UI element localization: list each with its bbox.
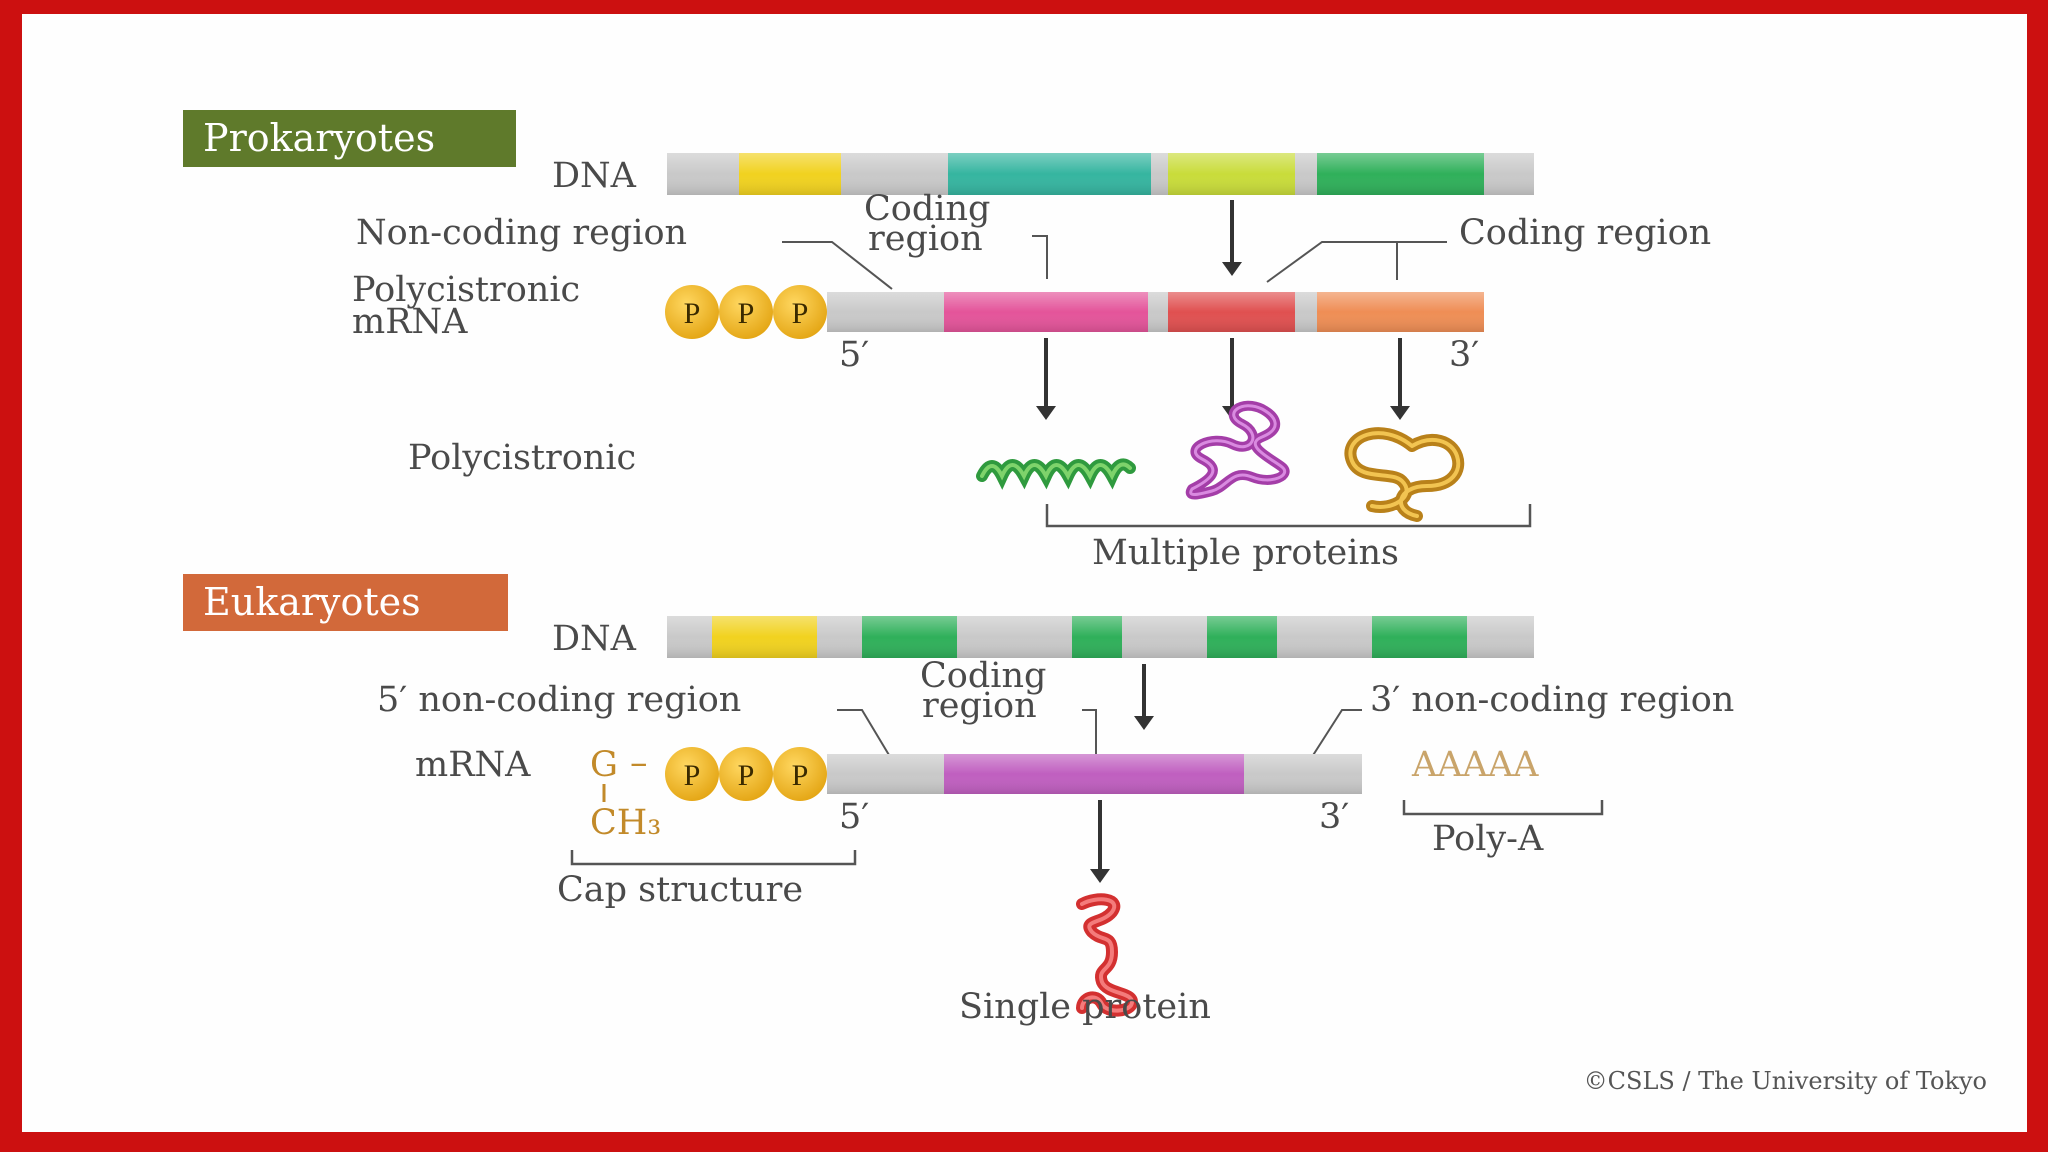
label-coding-2: region [922,686,1037,726]
phosphate-label: P [792,759,809,792]
eukaryotes-badge [183,574,508,631]
phosphate-ball [719,285,773,339]
multiple-proteins-label: Multiple proteins [1092,533,1399,573]
label-coding-middle-1: Coding [864,189,990,229]
transcription-arrowhead [1222,262,1242,276]
leader-5-noncoding [837,709,893,761]
eukaryotes-phosphates: P P P [665,747,827,801]
prokaryotes-badge-text: Prokaryotes [203,116,435,160]
cap-dash: – [630,743,648,783]
phosphate-label: P [792,297,809,330]
phosphate-label: P [684,759,701,792]
multiple-proteins-bracket [1045,504,1532,528]
eukaryotes-dna-label: DNA [552,619,637,659]
label-coding-right: Coding region [1459,213,1711,253]
phosphate-ball [773,747,827,801]
prokaryotes-mrna-bar [827,292,1484,332]
label-3-noncoding: 3′ non-coding region [1370,680,1734,720]
label-noncoding-region: Non-coding region [356,213,687,253]
transcription-arrowhead [1134,716,1154,730]
polycistronic-label: Polycistronic [408,438,636,478]
leader-coding-right-a [1266,241,1447,283]
transcription-diagram: Prokaryotes DNA [183,110,1987,1095]
phosphate-ball [773,285,827,339]
translation-arrowhead [1390,406,1410,420]
polya-sequence: AAAAA [1411,745,1539,785]
mrna-gloss [827,754,1362,794]
single-protein-label: Single protein [959,987,1211,1027]
cap-g: G [590,745,618,785]
translation-arrowhead [1036,406,1056,420]
leader-coding [1082,709,1097,759]
translation-arrowhead [1090,869,1110,883]
orange-coil-protein [1344,427,1465,522]
phosphate-label: P [738,297,755,330]
label-5-noncoding: 5′ non-coding region [377,680,741,720]
cap-structure-label: Cap structure [557,870,803,910]
mrna-label: mRNA [415,745,531,785]
label-coding-1: Coding [920,656,1046,696]
eukaryotes-badge-text: Eukaryotes [203,580,421,624]
credit: ©CSLS / The University of Tokyo [1584,1067,1987,1095]
leader-noncoding [782,241,893,290]
polya-bracket [1402,800,1604,816]
euk-five-prime: 5′ [839,797,869,837]
cap-ch3: CH₃ [590,803,661,843]
polycistronic-mrna-label-1: Polycistronic [352,270,580,310]
euk-three-prime: 3′ [1319,797,1349,837]
phosphate-ball [719,747,773,801]
phosphate-label: P [738,759,755,792]
phosphate-ball [665,747,719,801]
dna-gloss [667,153,1534,195]
green-helix-protein [976,458,1136,490]
leader-3-noncoding [1309,709,1362,761]
dna-gloss [667,616,1534,658]
prokaryotes-section: Prokaryotes DNA [183,110,1711,573]
eukaryotes-dna-bar [667,616,1534,658]
prokaryotes-badge [183,110,516,167]
leader-coding-middle [1032,235,1048,279]
red-single-protein [1076,893,1139,1017]
eukaryotes-section: Eukaryotes DNA [183,574,1734,1027]
prokaryotes-dna-label: DNA [552,156,637,196]
prok-three-prime: 3′ [1449,335,1479,375]
slide-canvas: Prokaryotes DNA [22,14,2027,1132]
mrna-gloss [827,292,1484,332]
prokaryotes-dna-bar [667,153,1534,195]
polycistronic-mrna-label-2: mRNA [352,302,468,342]
phosphate-ball [665,285,719,339]
phosphate-label: P [684,297,701,330]
polya-label: Poly-A [1432,819,1544,859]
label-coding-middle-2: region [868,219,983,259]
eukaryotes-mrna-bar [827,754,1362,794]
purple-folded-protein [1185,400,1290,500]
prokaryotes-phosphates: P P P [665,285,827,339]
cap-bracket [570,850,857,866]
prok-five-prime: 5′ [839,335,869,375]
